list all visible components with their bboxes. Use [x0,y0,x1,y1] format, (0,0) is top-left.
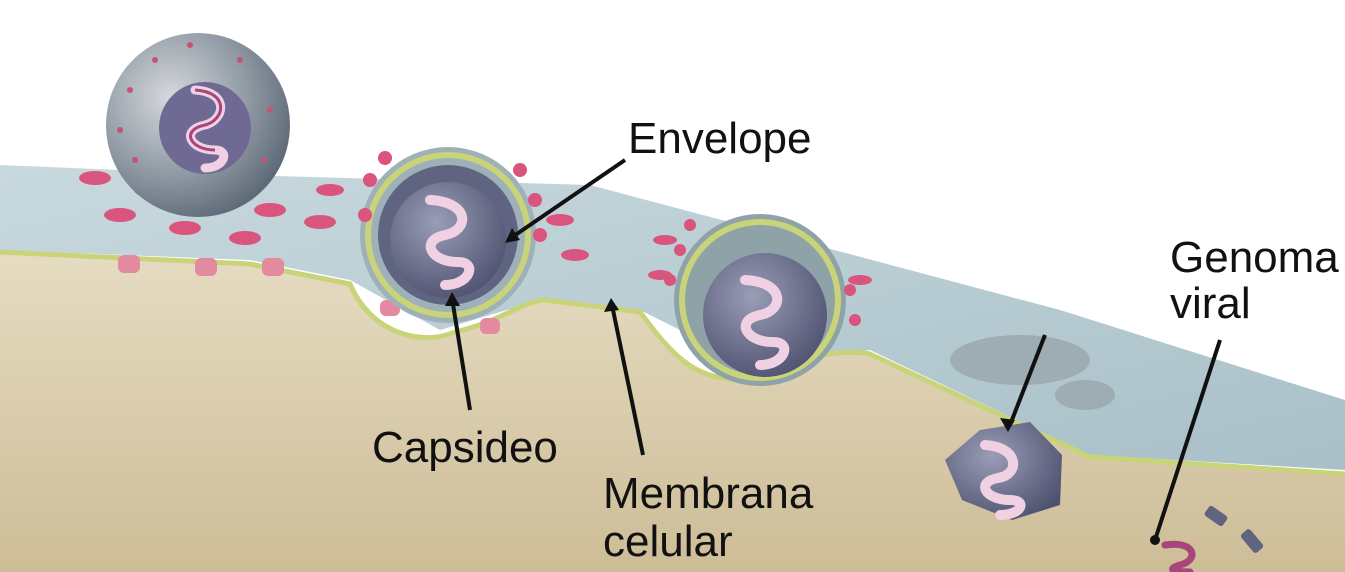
label-membrana-line2: celular [603,517,733,566]
label-genoma-line1: Genoma [1170,233,1339,282]
label-membrana-line1: Membrana [603,469,814,518]
free-virus [106,33,290,217]
label-envelope: Envelope [628,114,811,163]
label-capsideo: Capsideo [372,423,558,472]
label-genoma-line2: viral [1170,279,1251,328]
